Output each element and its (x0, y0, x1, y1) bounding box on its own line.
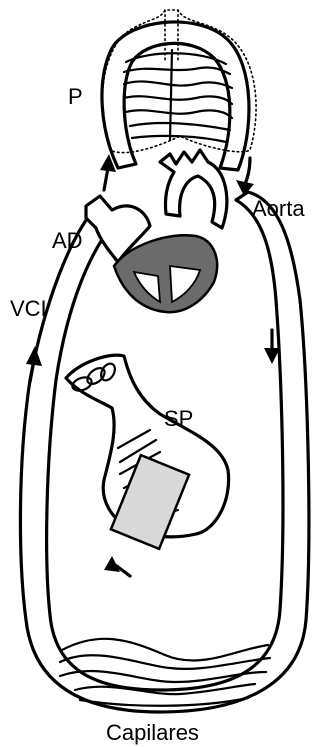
label-p: P (68, 84, 83, 109)
pulmonary-loop (102, 22, 249, 170)
arrow-shunt (104, 556, 130, 576)
aortic-arch (160, 150, 227, 228)
label-aorta: Aorta (252, 196, 305, 221)
label-sp: SP (164, 406, 193, 431)
label-vci: VCI (10, 296, 47, 321)
lung-capillaries (124, 50, 232, 142)
label-ad: AD (52, 228, 83, 253)
label-capilares: Capilares (106, 720, 199, 745)
